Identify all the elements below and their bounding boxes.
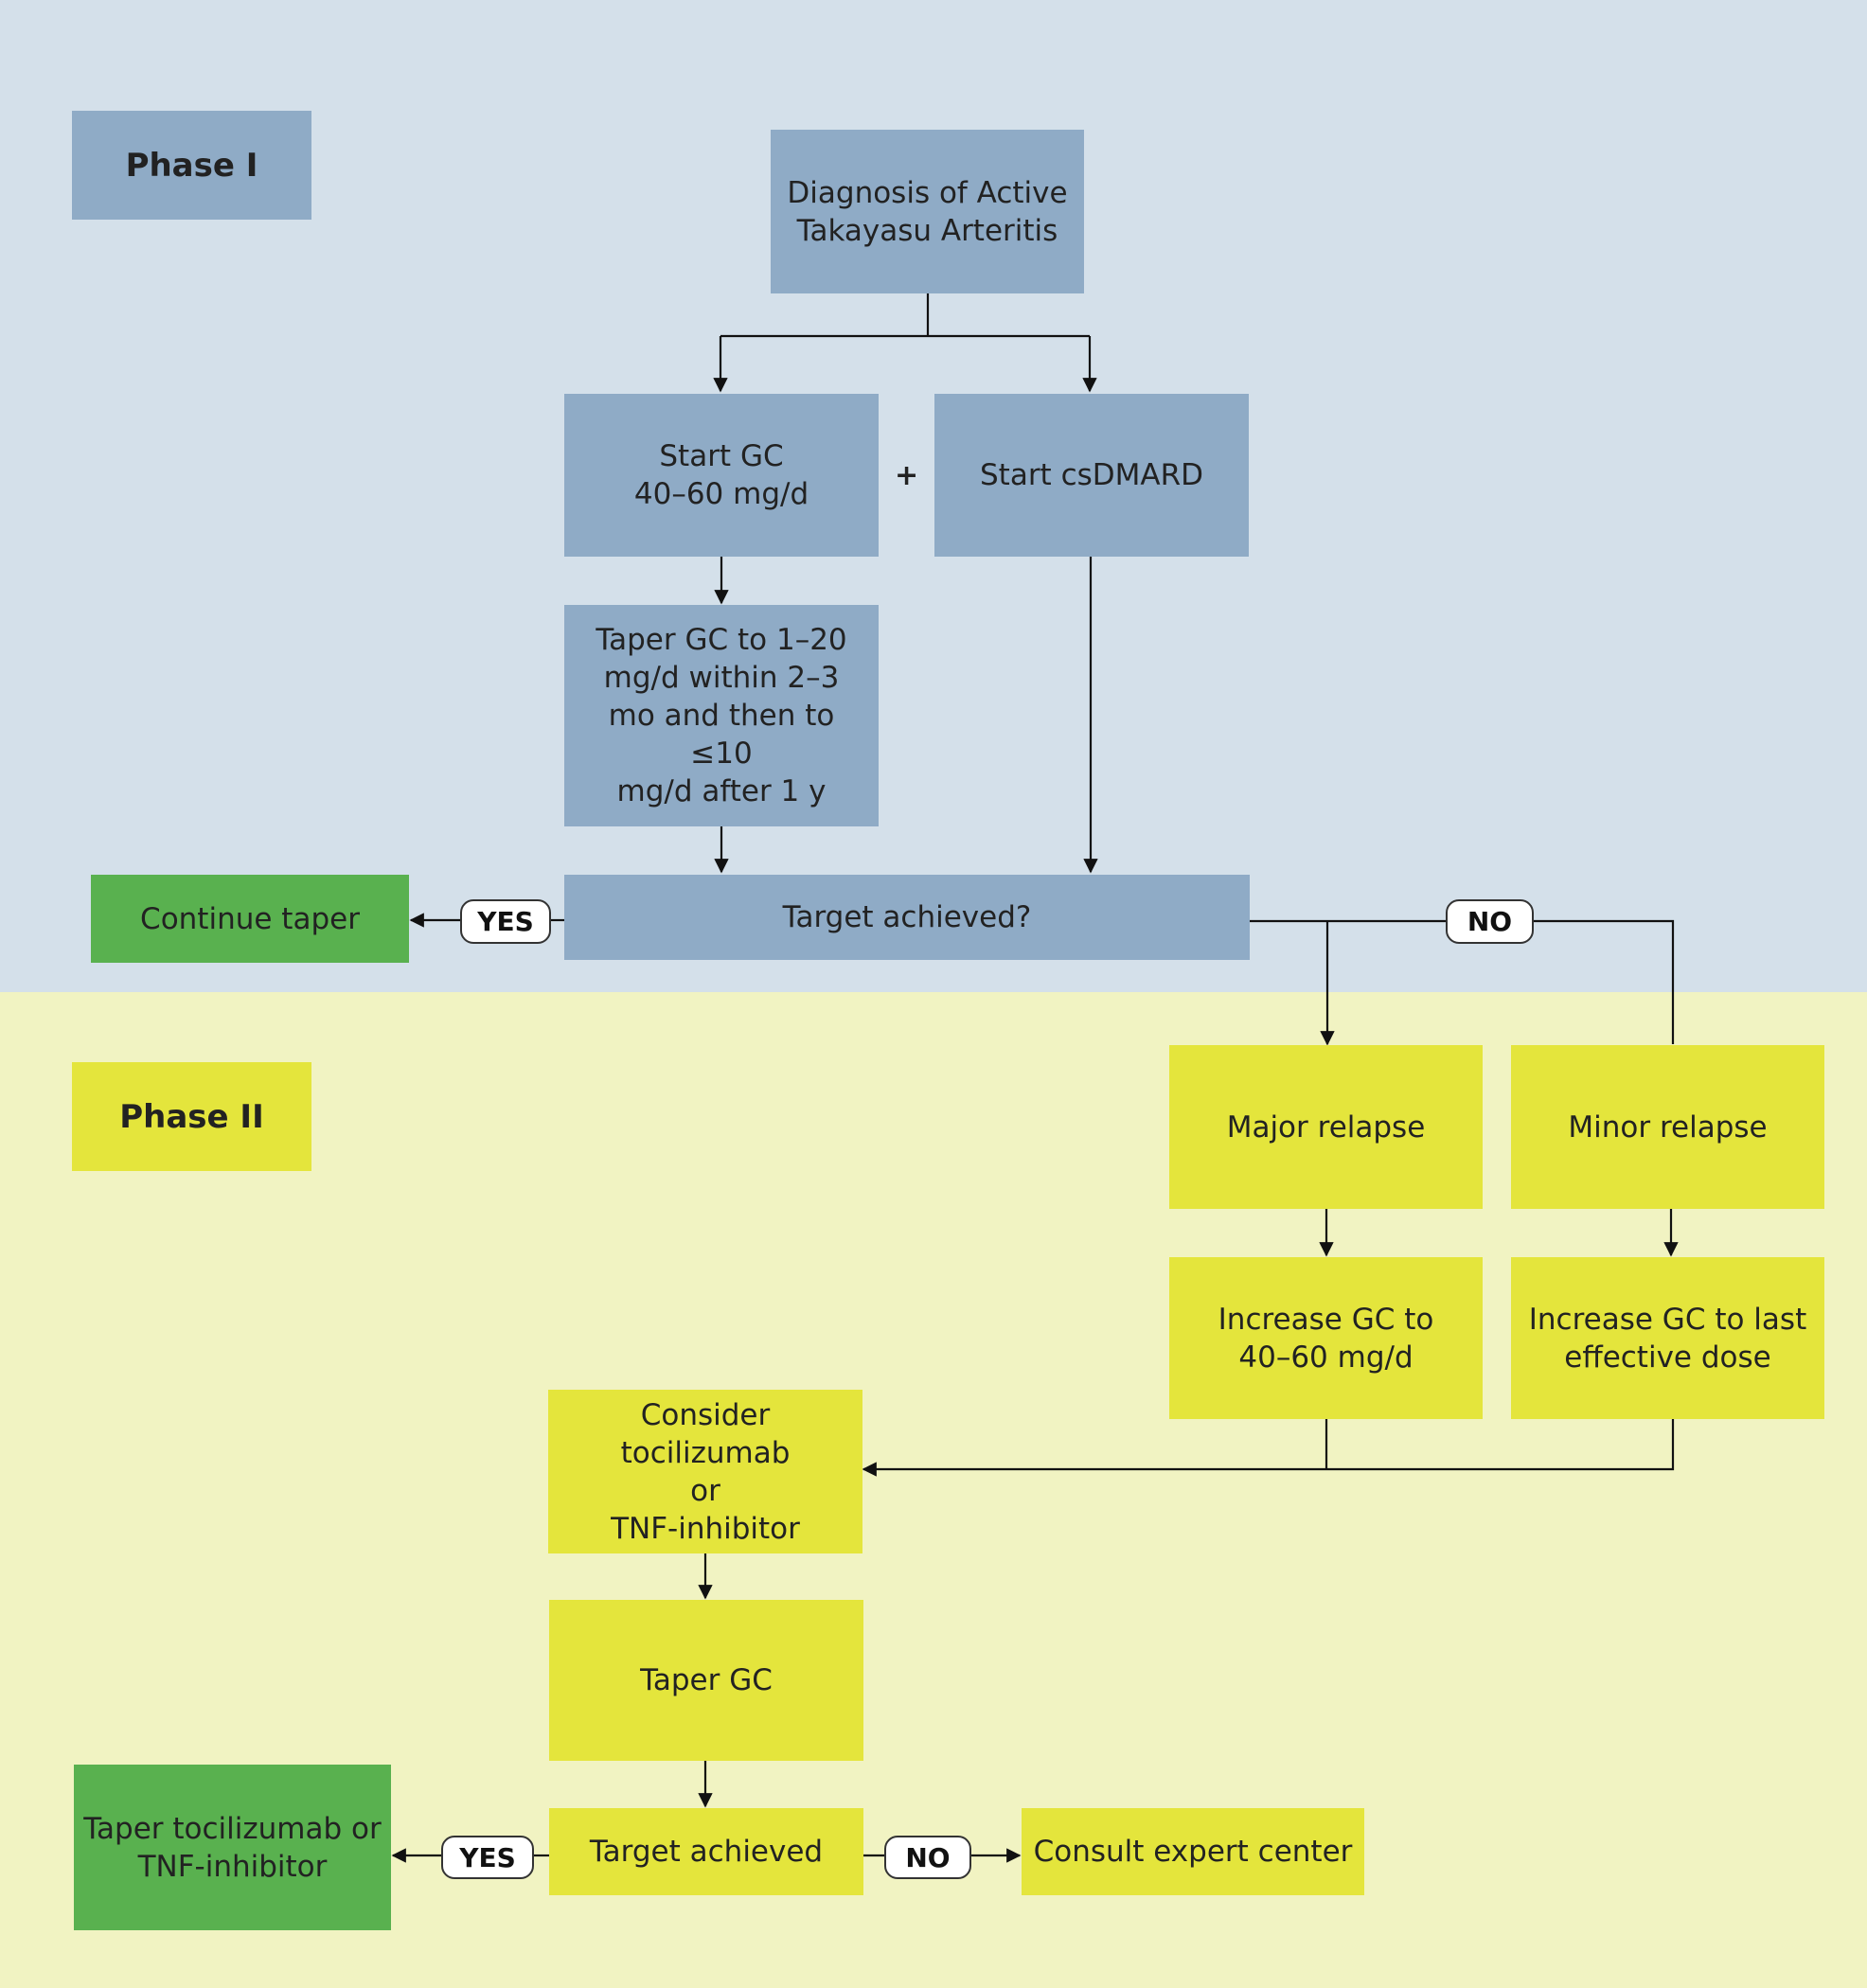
phase2-label: Phase II	[72, 1062, 311, 1171]
consider-biologic-box: Consider tocilizumab or TNF-inhibitor	[548, 1390, 862, 1553]
diagnosis-box: Diagnosis of Active Takayasu Arteritis	[771, 130, 1084, 293]
major-relapse-box: Major relapse	[1169, 1045, 1483, 1209]
connector-no-phase1	[1250, 919, 1675, 1044]
increase-gc-major-box: Increase GC to 40–60 mg/d	[1169, 1257, 1483, 1419]
phase1-label: Phase I	[72, 111, 311, 220]
yes-pill-phase2: YES	[441, 1836, 534, 1879]
minor-relapse-box: Minor relapse	[1511, 1045, 1824, 1209]
target-achieved-box: Target achieved?	[564, 875, 1250, 960]
start-csdmard-box: Start csDMARD	[934, 394, 1249, 557]
connector-diagnosis-split	[720, 293, 1090, 338]
taper-gc-box: Taper GC to 1–20 mg/d within 2–3 mo and …	[564, 605, 879, 826]
taper-biologic-box: Taper tocilizumab or TNF-inhibitor	[74, 1765, 391, 1930]
consult-expert-box: Consult expert center	[1022, 1808, 1364, 1895]
plus-sign: +	[895, 459, 919, 492]
connector-merge	[1325, 1419, 1675, 1471]
no-pill-phase2: NO	[884, 1836, 971, 1879]
target-achieved-phase2-box: Target achieved	[549, 1808, 863, 1895]
increase-gc-minor-box: Increase GC to last effective dose	[1511, 1257, 1824, 1419]
continue-taper-box: Continue taper	[91, 875, 409, 963]
start-gc-box: Start GC 40–60 mg/d	[564, 394, 879, 557]
yes-pill-phase1: YES	[460, 899, 551, 944]
no-pill-phase1: NO	[1446, 899, 1534, 944]
taper-gc-phase2-box: Taper GC	[549, 1600, 863, 1761]
